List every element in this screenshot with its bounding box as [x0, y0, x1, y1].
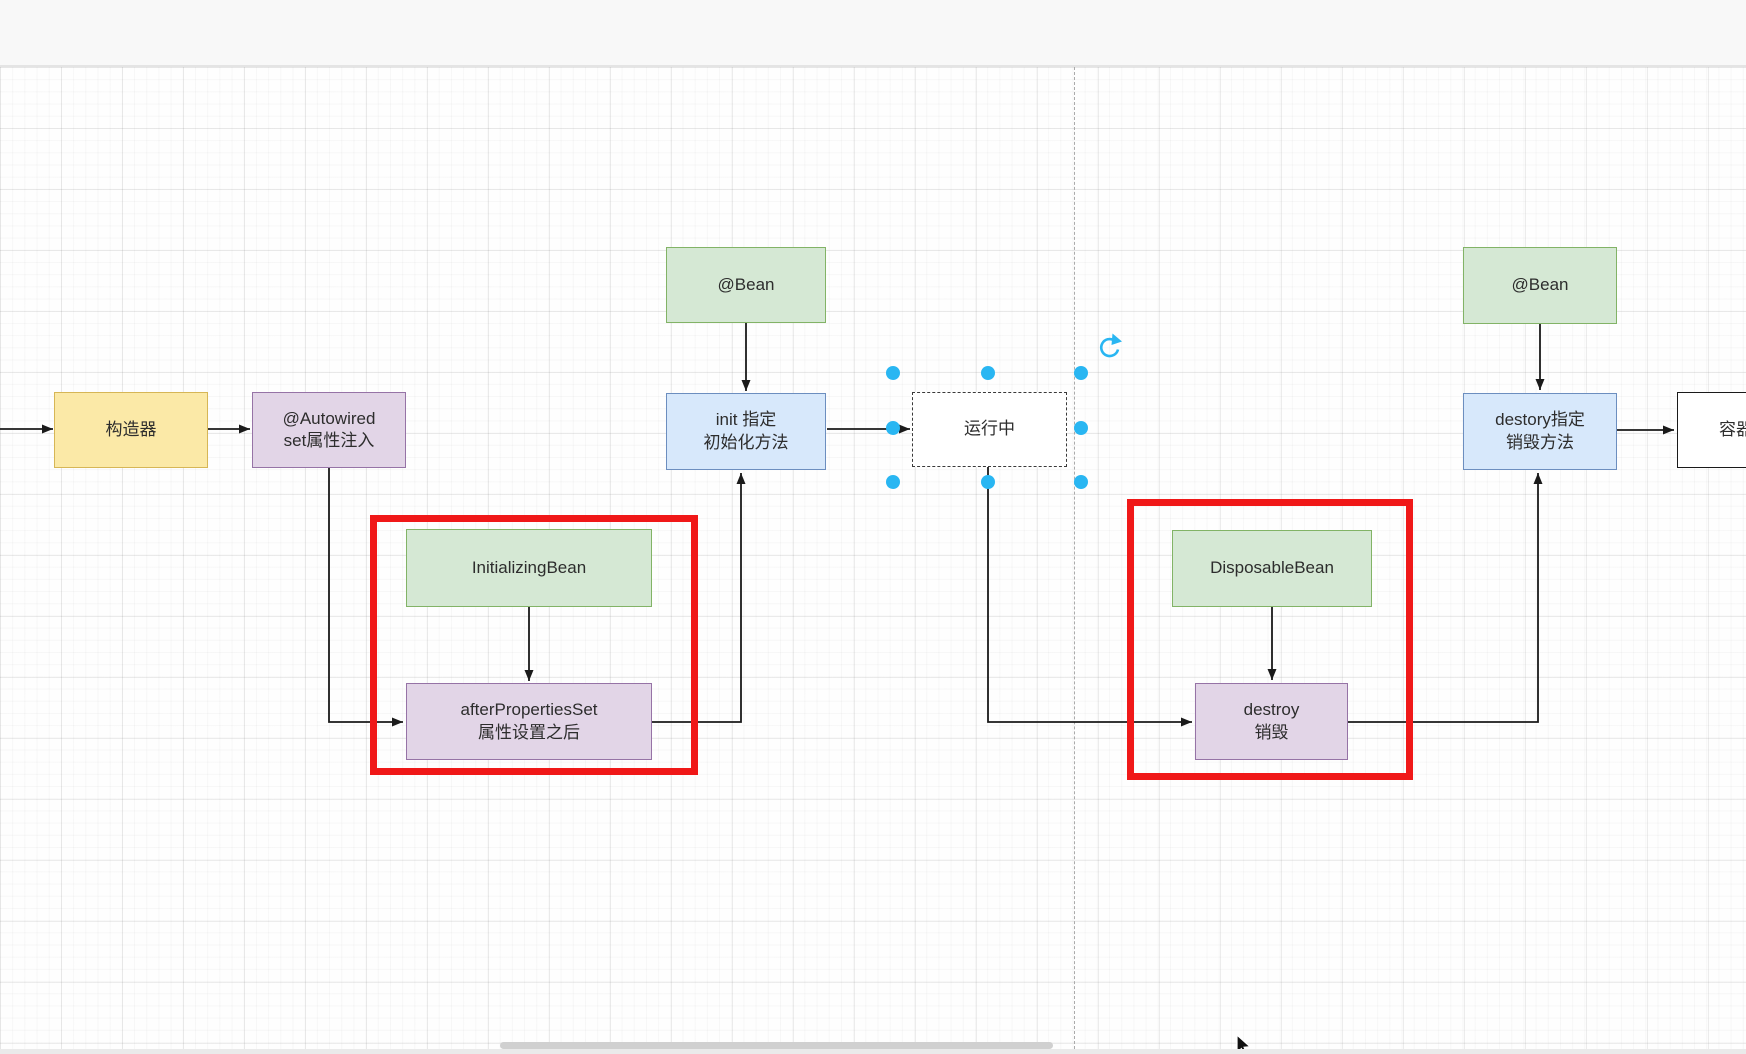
- node-bean-init[interactable]: @Bean: [666, 247, 826, 323]
- node-label: 属性设置之后: [478, 722, 580, 742]
- node-bean-destroy[interactable]: @Bean: [1463, 247, 1617, 324]
- top-bar: [0, 0, 1746, 67]
- node-label: 销毁方法: [1506, 432, 1574, 452]
- node-after-properties-set[interactable]: afterPropertiesSet 属性设置之后: [406, 683, 652, 760]
- node-label: init 指定: [715, 410, 777, 430]
- node-label: 容器: [1719, 419, 1746, 439]
- node-label: @Bean: [717, 274, 775, 294]
- node-initializing-bean[interactable]: InitializingBean: [406, 529, 652, 607]
- node-autowired-set-inject[interactable]: @Autowired set属性注入: [252, 392, 406, 468]
- horizontal-scrollbar-thumb[interactable]: [500, 1042, 1053, 1049]
- node-running[interactable]: 运行中: [912, 392, 1067, 467]
- node-label: destroy: [1243, 700, 1300, 720]
- selection-handle-se[interactable]: [1074, 475, 1088, 489]
- edge-autowired-to-afterpropertiesset[interactable]: [328, 468, 403, 727]
- node-label: 初始化方法: [703, 432, 789, 452]
- node-label: @Autowired: [282, 408, 376, 428]
- selection-handle-ne[interactable]: [1074, 366, 1088, 380]
- bottom-edge-strip: [0, 1049, 1746, 1054]
- node-label: DisposableBean: [1210, 558, 1334, 578]
- node-label: @Bean: [1511, 275, 1569, 295]
- diagram-canvas[interactable]: [0, 67, 1746, 1054]
- selection-handle-s[interactable]: [981, 475, 995, 489]
- node-label: 构造器: [105, 419, 157, 439]
- edge-running-to-destroy[interactable]: [987, 467, 1192, 727]
- node-destory-method[interactable]: destory指定 销毁方法: [1463, 393, 1617, 470]
- node-label: destory指定: [1495, 410, 1585, 430]
- node-label: set属性注入: [283, 431, 375, 450]
- selection-handle-e[interactable]: [1074, 421, 1088, 435]
- page-boundary-divider: [1074, 67, 1075, 1054]
- node-disposable-bean[interactable]: DisposableBean: [1172, 530, 1372, 607]
- edge-afterpropertiesset-to-initmethod[interactable]: [652, 473, 746, 723]
- node-container[interactable]: 容器: [1677, 392, 1746, 468]
- rotate-handle-icon[interactable]: [1099, 333, 1122, 358]
- node-label: afterPropertiesSet: [460, 700, 598, 720]
- selection-handle-w-edge-endpoint[interactable]: [886, 421, 900, 435]
- red-highlight-init-group[interactable]: [370, 515, 698, 775]
- node-constructor[interactable]: 构造器: [54, 392, 208, 468]
- selection-handle-n[interactable]: [981, 366, 995, 380]
- node-label: 销毁: [1254, 722, 1289, 742]
- node-init-method[interactable]: init 指定 初始化方法: [666, 393, 826, 470]
- red-highlight-destroy-group[interactable]: [1127, 499, 1413, 780]
- node-label: InitializingBean: [471, 557, 587, 577]
- selection-handle-sw[interactable]: [886, 475, 900, 489]
- node-destroy[interactable]: destroy 销毁: [1195, 683, 1348, 760]
- node-label: 运行中: [964, 419, 1015, 439]
- selection-handle-nw[interactable]: [886, 366, 900, 380]
